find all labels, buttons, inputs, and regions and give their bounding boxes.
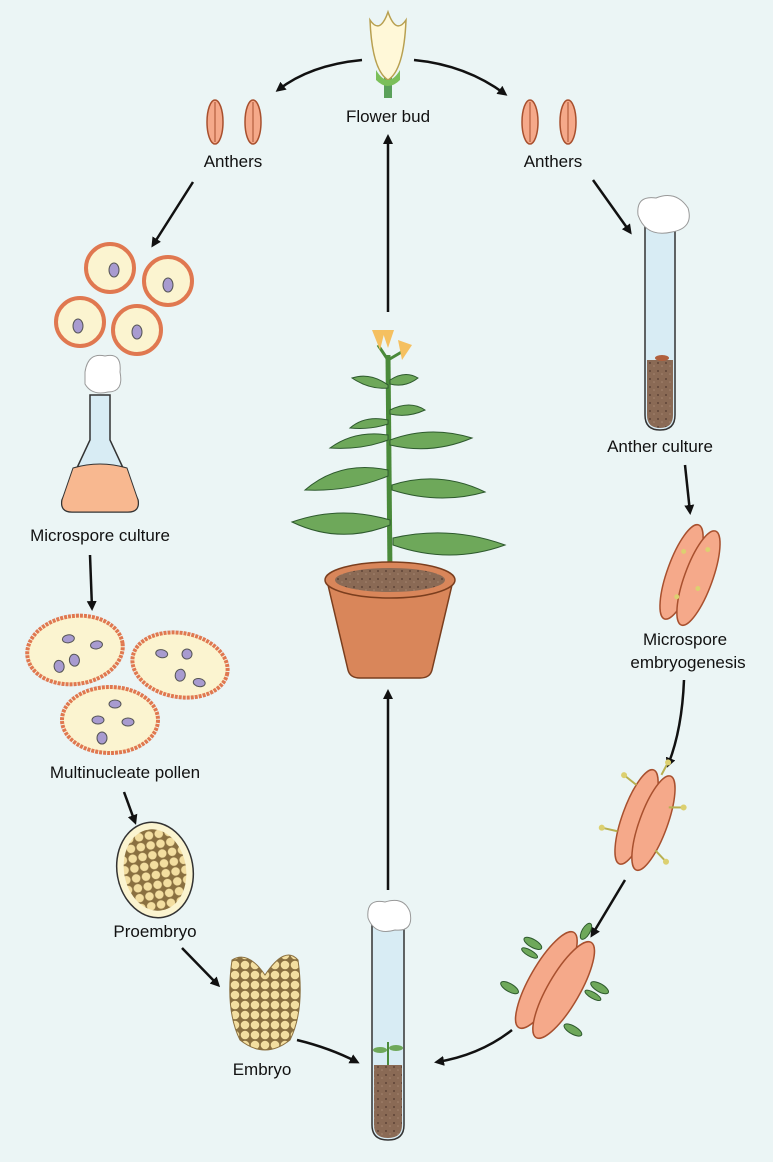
anthers-left-icon xyxy=(206,99,262,145)
multinucleate-pollen-icon xyxy=(25,613,230,755)
microspore-embryogenesis-label-line1: Microspore xyxy=(643,630,727,649)
anther-with-embryos-icon xyxy=(598,759,687,872)
anther-culture-label: Anther culture xyxy=(607,437,713,456)
embryo-label: Embryo xyxy=(233,1060,292,1079)
arrow-anthers-to-tube xyxy=(591,179,632,235)
multinucleate-pollen-label: Multinucleate pollen xyxy=(50,763,200,782)
microspores-icon xyxy=(54,242,194,356)
arrow-bud-to-anthers-right xyxy=(413,58,508,96)
microspore-embryogenesis-label-line2: embryogenesis xyxy=(630,653,745,672)
embryo-icon xyxy=(229,954,301,1051)
potted-plant-icon xyxy=(290,330,507,679)
arrow-culture-to-pollen xyxy=(86,554,97,611)
anthers-right-icon xyxy=(521,99,577,145)
arrow-plantlets-to-tube xyxy=(434,1029,513,1066)
arrow-embryos-to-plantlets xyxy=(590,879,627,938)
culture-flask-icon xyxy=(60,354,140,513)
anther-with-plantlets-icon xyxy=(500,922,610,1040)
arrow-pollen-to-proembryo xyxy=(122,791,138,825)
arrow-embryo-to-plantlet-tube xyxy=(296,1038,360,1064)
arrow-tube-to-embryogenesis xyxy=(683,464,695,515)
arrow-proembryo-to-embryo xyxy=(181,947,221,988)
arrow-embryogenesis-to-embryos xyxy=(665,679,686,768)
microspore-embryogenesis-icon xyxy=(659,523,721,627)
anther-culture-tube-icon xyxy=(637,195,690,431)
proembryo-icon xyxy=(115,821,195,919)
anthers-left-label: Anthers xyxy=(204,152,263,171)
arrow-anthers-to-microspores xyxy=(151,181,195,248)
anthers-right-label: Anthers xyxy=(524,152,583,171)
arrow-bud-to-anthers-left xyxy=(275,58,363,92)
plantlet-test-tube-icon xyxy=(367,899,412,1141)
flower-bud-label: Flower bud xyxy=(346,107,430,126)
flower-bud-icon xyxy=(369,9,407,98)
microspore-culture-label: Microspore culture xyxy=(30,526,170,545)
proembryo-label: Proembryo xyxy=(113,922,196,941)
